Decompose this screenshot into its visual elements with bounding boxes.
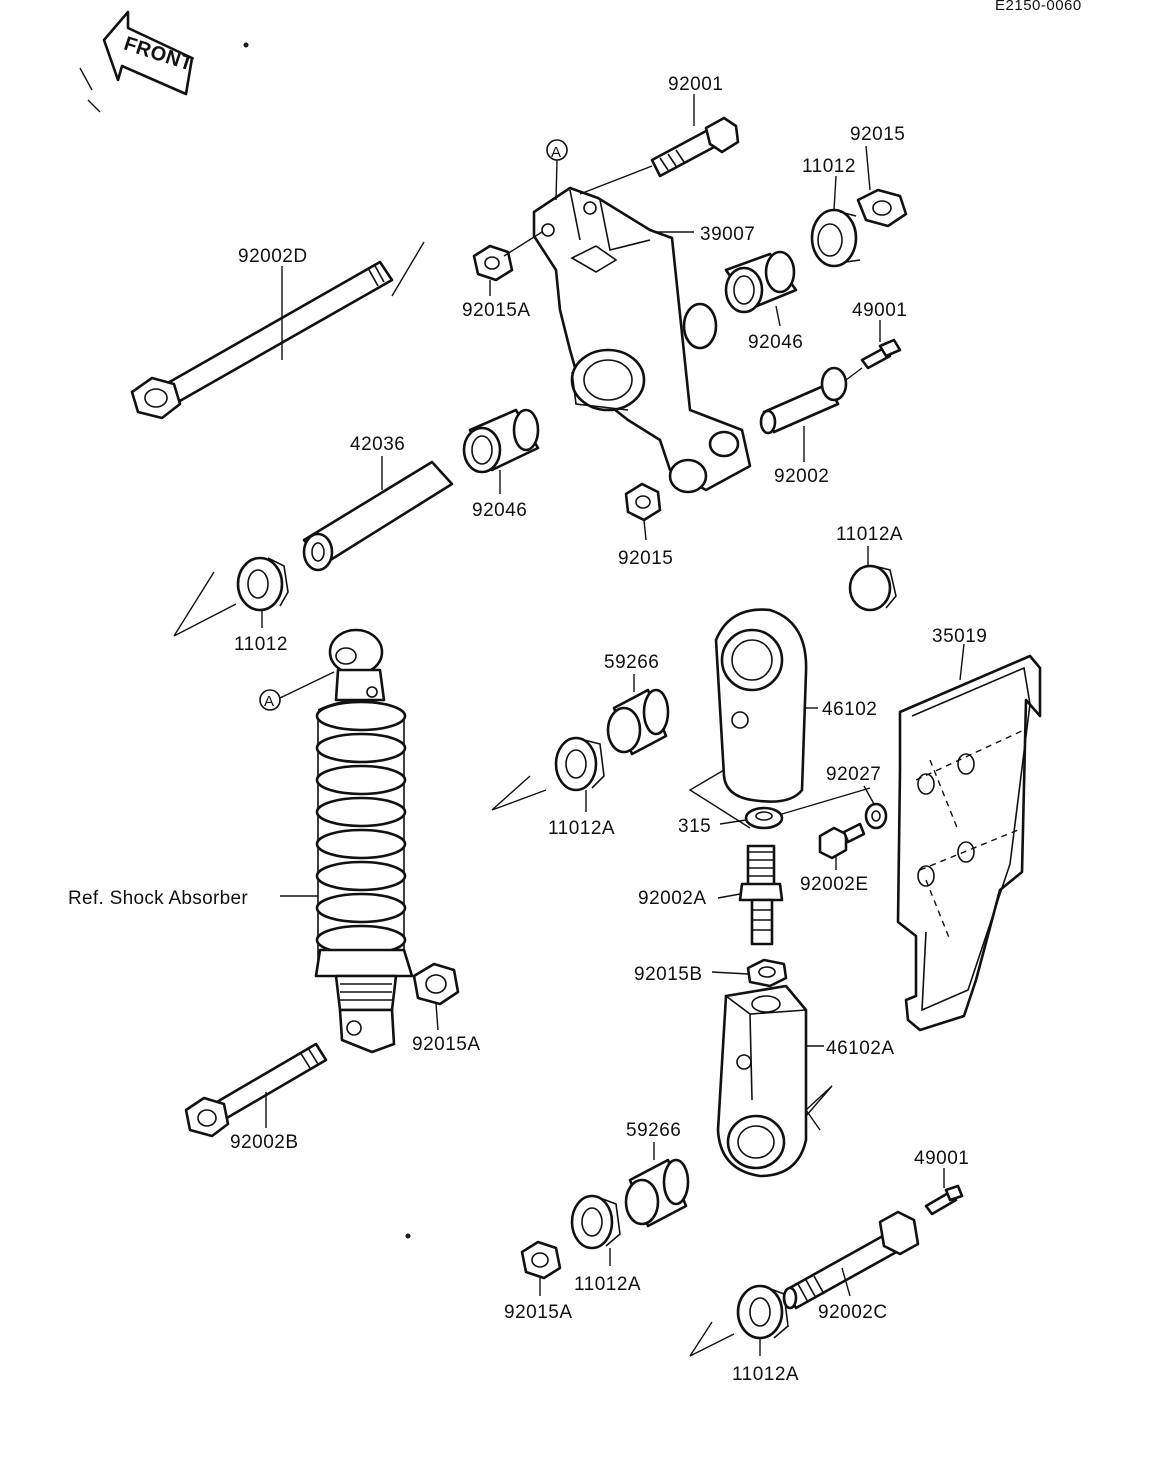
- label-92015-top: 92015: [850, 124, 905, 145]
- ref-marker-a-top: A: [546, 139, 568, 201]
- label-92002C: 92002C: [818, 1302, 888, 1323]
- bolt-92002D: [130, 241, 425, 420]
- label-92002: 92002: [774, 466, 829, 487]
- cover-35019: [896, 654, 1042, 1032]
- collar-11012A-last: [689, 1284, 789, 1357]
- tie-rod-46102A: [716, 984, 833, 1178]
- collar-11012-left: [173, 556, 289, 637]
- label-46102A: 46102A: [826, 1038, 895, 1059]
- collar-11012A-bottom: [570, 1194, 621, 1250]
- label-92015A-bottom: 92015A: [504, 1302, 573, 1323]
- bolt-92001: [579, 116, 740, 195]
- nut-92015-middle: [624, 482, 662, 522]
- collar-11012A-right: [848, 564, 897, 612]
- label-92046-right: 92046: [748, 332, 803, 353]
- label-92002B: 92002B: [230, 1132, 299, 1153]
- collar-59266-top: [606, 688, 670, 756]
- washer-92027: [864, 802, 888, 830]
- nut-92015A-bottom: [520, 1240, 562, 1280]
- grease-nipple-49001-bottom: [924, 1184, 964, 1216]
- bolt-92002B: [184, 1042, 328, 1138]
- label-46102: 46102: [822, 699, 877, 720]
- label-59266-top: 59266: [604, 652, 659, 673]
- label-ref-shock-absorber: Ref. Shock Absorber: [68, 888, 248, 909]
- collar-59266-bottom: [624, 1158, 690, 1228]
- tie-rod-46102: [688, 608, 808, 829]
- front-arrow-icon: FRONT: [79, 10, 196, 113]
- pin-92002: [759, 366, 863, 435]
- label-315: 315: [678, 816, 711, 837]
- stud-92002A: [738, 844, 784, 946]
- label-11012-top: 11012: [802, 156, 856, 177]
- nut-92015A-middle: [412, 962, 460, 1006]
- label-11012A-right: 11012A: [836, 524, 903, 545]
- label-92015B: 92015B: [634, 964, 703, 985]
- grease-nipple-49001-top: [860, 338, 902, 370]
- bushing-92046-right: [724, 250, 798, 314]
- label-92001: 92001: [668, 74, 723, 95]
- diagram-code: E2150-0060: [995, 0, 1082, 14]
- label-49001-bottom: 49001: [914, 1148, 969, 1169]
- sleeve-42036: [302, 460, 454, 572]
- ref-marker-a-shock: A: [259, 671, 335, 711]
- nut-92015B: [746, 958, 788, 988]
- label-92015A-top: 92015A: [462, 300, 531, 321]
- label-35019: 35019: [932, 626, 987, 647]
- bolt-92002E: [818, 822, 866, 860]
- washer-315: [744, 787, 871, 830]
- svg-text:A: A: [264, 693, 275, 710]
- label-11012-left: 11012: [234, 634, 288, 655]
- label-92002E: 92002E: [800, 874, 869, 895]
- collar-11012-top: [810, 208, 861, 268]
- label-42036: 42036: [350, 434, 405, 455]
- collar-11012A-middle: [491, 736, 605, 811]
- label-49001-top: 49001: [852, 300, 907, 321]
- nut-92015A-top: [472, 231, 543, 282]
- label-11012A-middle: 11012A: [548, 818, 615, 839]
- label-92046-left: 92046: [472, 500, 527, 521]
- label-39007: 39007: [700, 224, 755, 245]
- label-92002D: 92002D: [238, 246, 308, 267]
- svg-text:A: A: [551, 144, 562, 161]
- label-92002A: 92002A: [638, 888, 707, 909]
- label-92027: 92027: [826, 764, 881, 785]
- label-92015-middle: 92015: [618, 548, 673, 569]
- shock-absorber: [280, 628, 414, 1054]
- rocker-arm-39007: [532, 186, 752, 494]
- label-11012A-last: 11012A: [732, 1364, 799, 1385]
- bolt-92002C: [782, 1210, 920, 1310]
- label-59266-bottom: 59266: [626, 1120, 681, 1141]
- label-11012A-bottom: 11012A: [574, 1274, 641, 1295]
- bushing-92046-left: [462, 408, 540, 474]
- label-92015A-middle: 92015A: [412, 1034, 481, 1055]
- nut-92015-top: [856, 188, 908, 228]
